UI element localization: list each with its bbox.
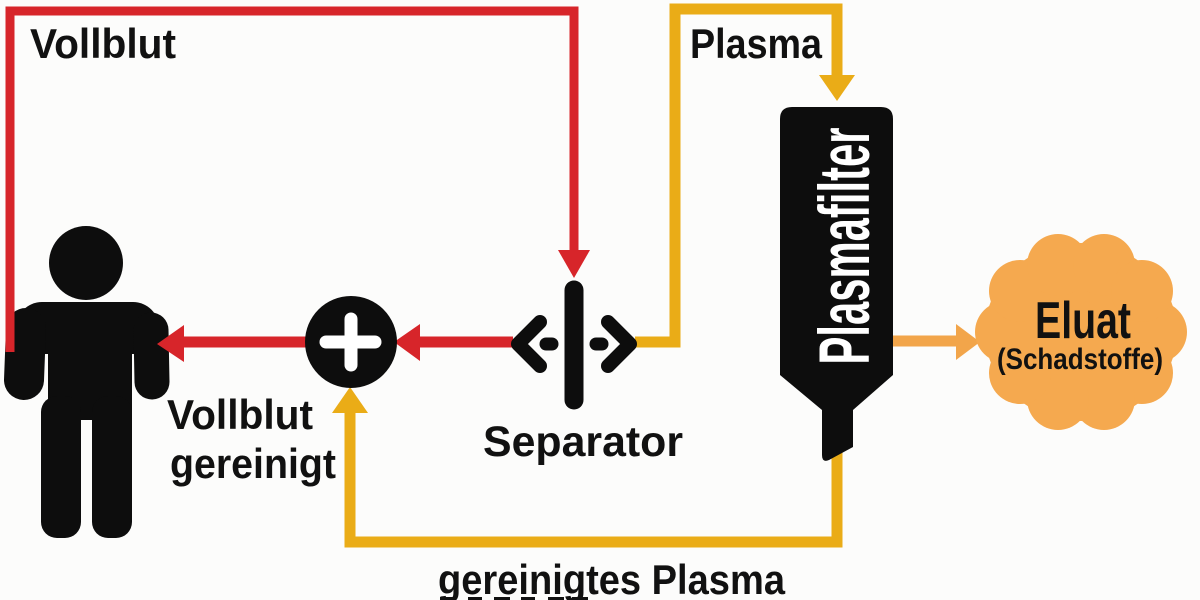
svg-text:Vollblut: Vollblut [30, 20, 176, 67]
svg-text:gereinigtes Plasma: gereinigtes Plasma [438, 556, 786, 600]
svg-text:Eluat: Eluat [1035, 292, 1131, 350]
svg-text:Plasma: Plasma [690, 20, 823, 67]
svg-text:gereinigt: gereinigt [170, 440, 336, 487]
svg-text:Separator: Separator [483, 418, 683, 466]
svg-text:Vollblut: Vollblut [167, 391, 313, 438]
svg-text:(Schadstoffe): (Schadstoffe) [997, 343, 1163, 376]
svg-text:Plasmafilter: Plasmafilter [806, 127, 885, 364]
